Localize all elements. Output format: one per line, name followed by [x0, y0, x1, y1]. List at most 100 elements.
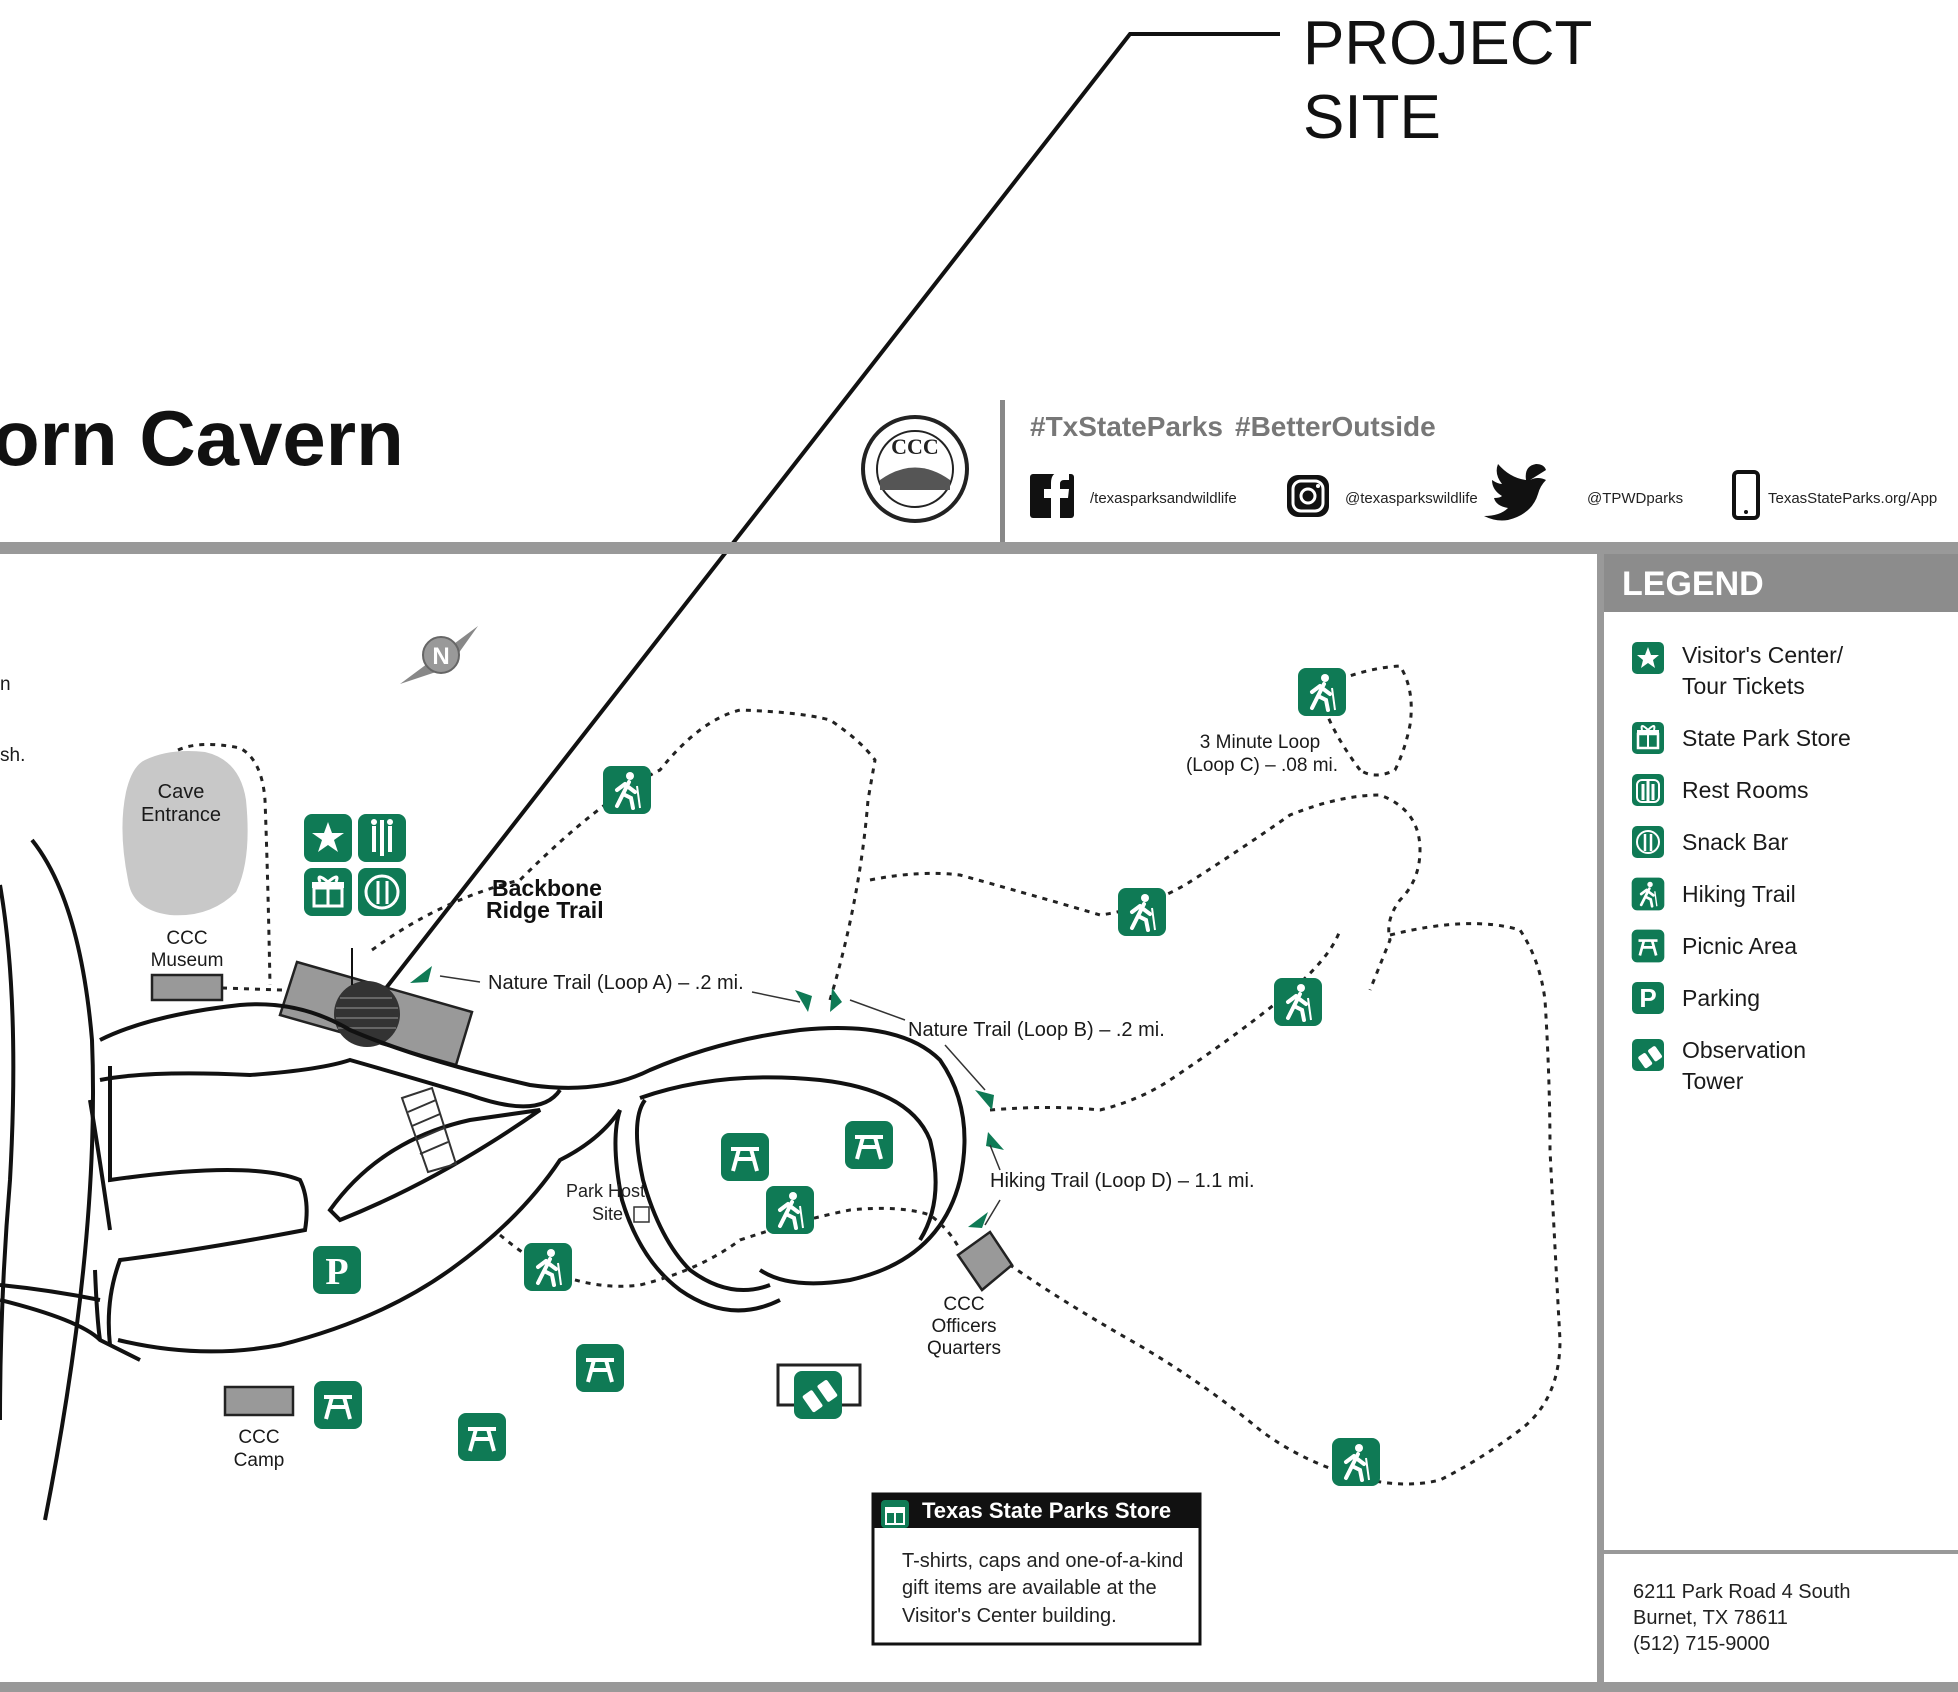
park-roads — [0, 838, 967, 1521]
facebook-handle: /texasparksandwildlife — [1090, 490, 1237, 507]
backbone-trail-label-1: Backbone — [492, 875, 602, 901]
address-phone: (512) 715-9000 — [1633, 1633, 1770, 1655]
legend-label-observation: Observation — [1682, 1037, 1806, 1063]
header-divider — [1000, 400, 1005, 542]
store-box-line2: gift items are available at the — [902, 1577, 1157, 1599]
svg-text:P: P — [1639, 983, 1656, 1013]
legend-label-snack-bar: Snack Bar — [1682, 829, 1788, 855]
facility-icons — [304, 814, 406, 916]
loop-c-label-2: (Loop C) – .08 mi. — [1186, 755, 1338, 776]
park-host-site-marker — [633, 1206, 650, 1223]
legend-header — [1604, 554, 1958, 612]
utensils-icon — [1632, 826, 1664, 858]
restroom-icon — [1632, 774, 1664, 806]
loop-b-label: Nature Trail (Loop B) – .2 mi. — [908, 1019, 1165, 1041]
ccc-seal: CCC — [861, 415, 969, 523]
picnic-icon-2 — [845, 1121, 893, 1169]
store-box-line1: T-shirts, caps and one-of-a-kind — [902, 1550, 1183, 1572]
snack-bar-icon — [358, 868, 406, 916]
camp-label-2: Camp — [234, 1450, 285, 1471]
legend-title: LEGEND — [1622, 565, 1764, 603]
park-host-label-1: Park Host — [566, 1181, 645, 1201]
hashtag-betteroutside: #BetterOutside — [1235, 411, 1436, 442]
parking-map-icon: P — [313, 1246, 361, 1294]
picnic-icon-4 — [314, 1381, 362, 1429]
legend-label-tower: Tower — [1682, 1068, 1744, 1094]
twitter-handle: @TPWDparks — [1587, 490, 1683, 507]
loop-d-label: Hiking Trail (Loop D) – 1.1 mi. — [990, 1170, 1255, 1192]
observation-tower-icon — [794, 1371, 842, 1419]
hiker-icon-1 — [603, 766, 651, 814]
address-line2: Burnet, TX 78611 — [1633, 1607, 1788, 1629]
footer-bar — [0, 1682, 1958, 1692]
store-box-title: Texas State Parks Store — [922, 1498, 1171, 1523]
leader-lines — [439, 975, 1001, 1226]
north-compass: N — [400, 626, 478, 684]
museum-label-1: CCC — [166, 928, 207, 949]
legend-label-restrooms: Rest Rooms — [1682, 777, 1809, 803]
trail-arrows — [410, 966, 1004, 1228]
star-icon — [1632, 642, 1664, 674]
store-box-line3: Visitor's Center building. — [902, 1605, 1117, 1627]
legend-label-tour-tickets: Tour Tickets — [1682, 673, 1805, 699]
picnic-table-icon — [1632, 930, 1665, 963]
project-label-line2: SITE — [1303, 83, 1441, 152]
legend-label-store: State Park Store — [1682, 725, 1851, 751]
picnic-icon-1 — [721, 1133, 769, 1181]
legend-label-hiking-trail: Hiking Trail — [1682, 881, 1796, 907]
app-url: TexasStateParks.org/App — [1768, 490, 1937, 507]
officers-quarters-building — [956, 1230, 1014, 1292]
picnic-icon-3 — [576, 1344, 624, 1392]
left-fragment-1: n — [0, 674, 11, 695]
restroom-map-icon — [358, 814, 406, 862]
compass-n: N — [432, 643, 449, 670]
camp-label-1: CCC — [238, 1427, 279, 1448]
legend-label-parking: Parking — [1682, 985, 1760, 1011]
backbone-trail-label-2: Ridge Trail — [486, 897, 604, 923]
twitter-link[interactable]: @TPWDparks — [1484, 464, 1683, 521]
park-host-label-2: Site — [592, 1204, 623, 1224]
ccc-camp-building — [223, 1385, 295, 1417]
cave-label-1: Cave — [158, 781, 205, 803]
picnic-icon-5 — [458, 1413, 506, 1461]
hiking-trails — [371, 664, 1562, 1486]
cave-trail — [177, 743, 272, 986]
visitor-center-star-icon — [304, 814, 352, 862]
project-label-line1: PROJECT — [1303, 9, 1592, 78]
loop-c-label-1: 3 Minute Loop — [1200, 732, 1320, 753]
ccc-museum-building — [150, 973, 224, 1002]
officers-label-3: Quarters — [927, 1338, 1001, 1359]
hiker-icon-6 — [524, 1243, 572, 1291]
cave-entrance: Cave Entrance — [122, 751, 248, 916]
hiker-icon-3 — [1118, 888, 1166, 936]
hiker-icon-7 — [1332, 1438, 1380, 1486]
legend-label-picnic-area: Picnic Area — [1682, 933, 1797, 959]
crosswalk — [400, 1086, 458, 1174]
museum-path — [221, 986, 283, 992]
app-link[interactable]: TexasStateParks.org/App — [1732, 470, 1937, 520]
officers-label-2: Officers — [931, 1316, 996, 1337]
binoculars-icon — [1632, 1039, 1664, 1071]
instagram-link[interactable]: @texasparkswildlife — [1287, 475, 1478, 517]
legend-panel: LEGEND Visitor's Center/ Tour Tickets St… — [1597, 554, 1958, 1686]
parking-letter: P — [325, 1251, 348, 1293]
project-site-callout: PROJECT SITE — [370, 9, 1592, 1008]
parking-icon: P — [1632, 982, 1664, 1014]
seal-text: CCC — [891, 434, 939, 459]
hiker-icon — [1632, 878, 1665, 911]
address-line1: 6211 Park Road 4 South — [1633, 1581, 1851, 1603]
hiker-icon-5 — [766, 1186, 814, 1234]
store-gift-icon — [304, 868, 352, 916]
facebook-link[interactable]: /texasparksandwildlife — [1030, 472, 1237, 518]
legend-label-visitor-center: Visitor's Center/ — [1682, 642, 1844, 668]
gift-icon — [1632, 722, 1664, 754]
left-fragment-2: sh. — [0, 745, 25, 766]
hiker-icon-2 — [1298, 668, 1346, 716]
twitter-icon — [1484, 464, 1546, 521]
phone-icon — [1732, 470, 1760, 520]
instagram-handle: @texasparkswildlife — [1345, 490, 1478, 507]
page-title: orn Cavern — [0, 394, 404, 482]
store-box-gift-icon — [881, 1500, 909, 1528]
museum-label-2: Museum — [151, 950, 224, 971]
